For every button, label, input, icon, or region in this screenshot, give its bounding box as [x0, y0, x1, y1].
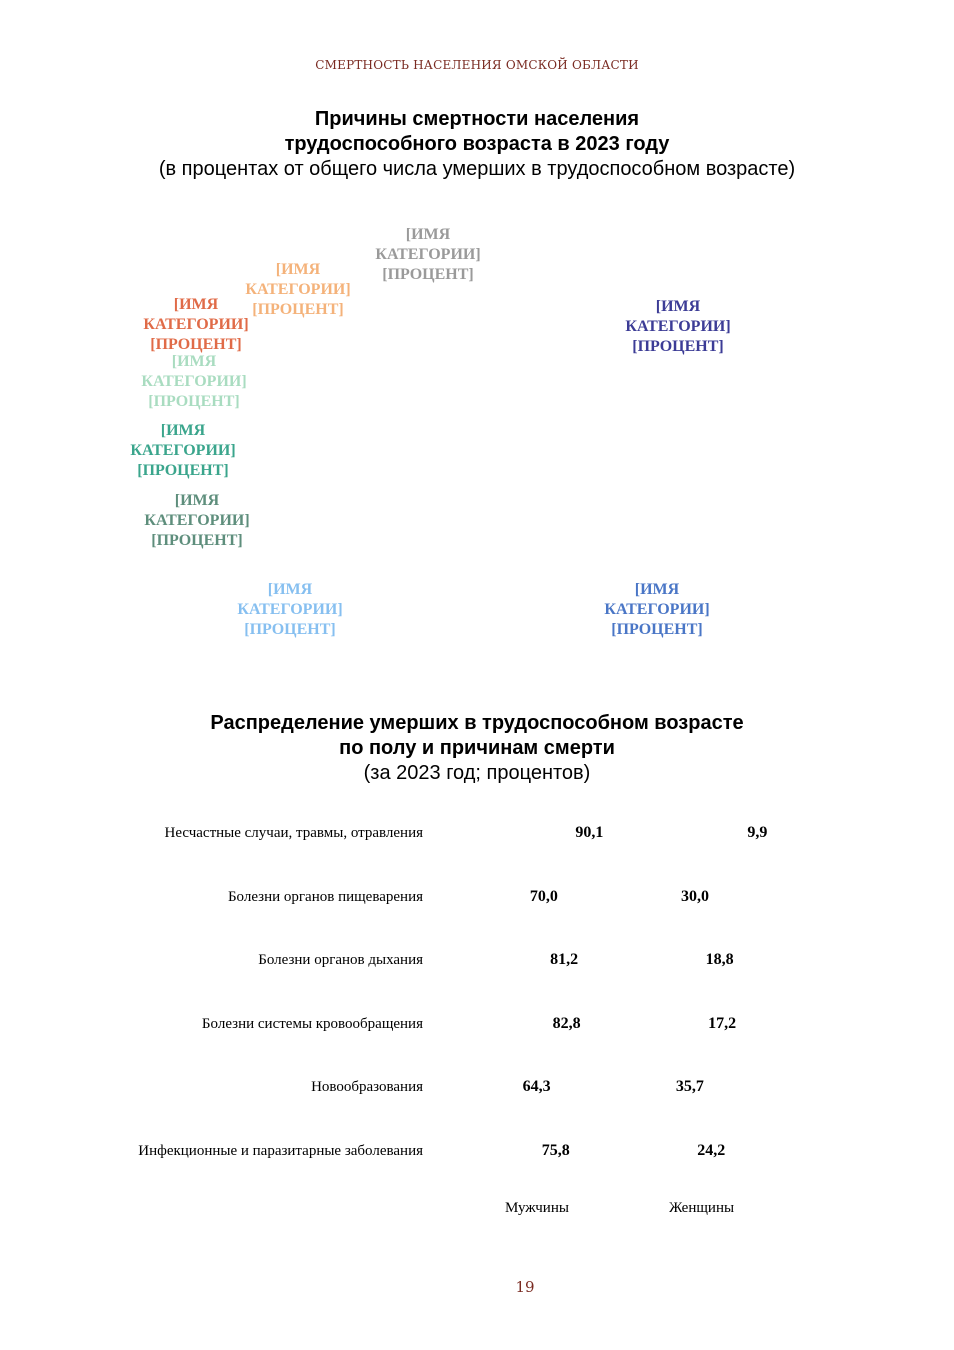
bar-value-male: 64,3	[522, 1078, 551, 1095]
bar-value-female: 24,2	[697, 1142, 726, 1159]
pie-slice-label: [ИМЯ КАТЕГОРИИ] [ПРОЦЕНТ]	[130, 422, 236, 479]
pie-slice-label: [ИМЯ КАТЕГОРИИ] [ПРОЦЕНТ]	[144, 492, 250, 549]
bar-value-male: 81,2	[550, 951, 579, 968]
pie-slice-label: [ИМЯ КАТЕГОРИИ] [ПРОЦЕНТ]	[625, 298, 731, 355]
bar-value-male: 70,0	[529, 888, 558, 905]
bar-chart-subtitle: (за 2023 год; процентов)	[363, 762, 591, 784]
bar-value-male: 82,8	[552, 1015, 581, 1032]
bar-value-male: 90,1	[575, 824, 604, 841]
bar-value-female: 9,9	[747, 824, 768, 841]
bar-value-male: 75,8	[541, 1142, 570, 1159]
bar-chart-title-line-2: по полу и причинам смерти	[339, 737, 615, 759]
pie-slice-label: [ИМЯ КАТЕГОРИИ] [ПРОЦЕНТ]	[143, 296, 249, 353]
bar-chart-title-line-1: Распределение умерших в трудоспособном в…	[210, 712, 744, 734]
bar-value-female: 30,0	[681, 888, 710, 905]
bar-category-label: Новообразования	[311, 1078, 423, 1095]
bar-category-label: Болезни системы кровообращения	[201, 1015, 423, 1032]
bar-value-female: 17,2	[708, 1015, 737, 1032]
legend-male: Мужчины	[505, 1200, 569, 1216]
running-header: СМЕРТНОСТЬ НАСЕЛЕНИЯ ОМСКОЙ ОБЛАСТИ	[315, 58, 639, 72]
pie-chart-title-line-1: Причины смертности населения	[314, 108, 640, 130]
pie-slice-label: [ИМЯ КАТЕГОРИИ] [ПРОЦЕНТ]	[237, 581, 343, 638]
bar-value-female: 35,7	[675, 1078, 704, 1095]
bar-category-label: Инфекционные и паразитарные заболевания	[138, 1142, 423, 1159]
bar-category-label: Несчастные случаи, травмы, отравления	[164, 824, 424, 841]
legend-female: Женщины	[669, 1200, 735, 1216]
bar-value-female: 18,8	[705, 951, 734, 968]
page-number: 19	[515, 1278, 535, 1296]
pie-chart-title-line-2: трудоспособного возраста в 2023 году	[284, 133, 670, 155]
pie-slice-label: [ИМЯ КАТЕГОРИИ] [ПРОЦЕНТ]	[141, 353, 247, 410]
bar-category-label: Болезни органов дыхания	[258, 951, 423, 968]
pie-slice-label: [ИМЯ КАТЕГОРИИ] [ПРОЦЕНТ]	[604, 581, 710, 638]
bar-category-label: Болезни органов пищеварения	[227, 888, 423, 905]
pie-chart-subtitle: (в процентах от общего числа умерших в т…	[158, 158, 796, 180]
pie-slice-label: [ИМЯ КАТЕГОРИИ] [ПРОЦЕНТ]	[375, 226, 481, 283]
pie-slice-label: [ИМЯ КАТЕГОРИИ] [ПРОЦЕНТ]	[245, 261, 351, 318]
